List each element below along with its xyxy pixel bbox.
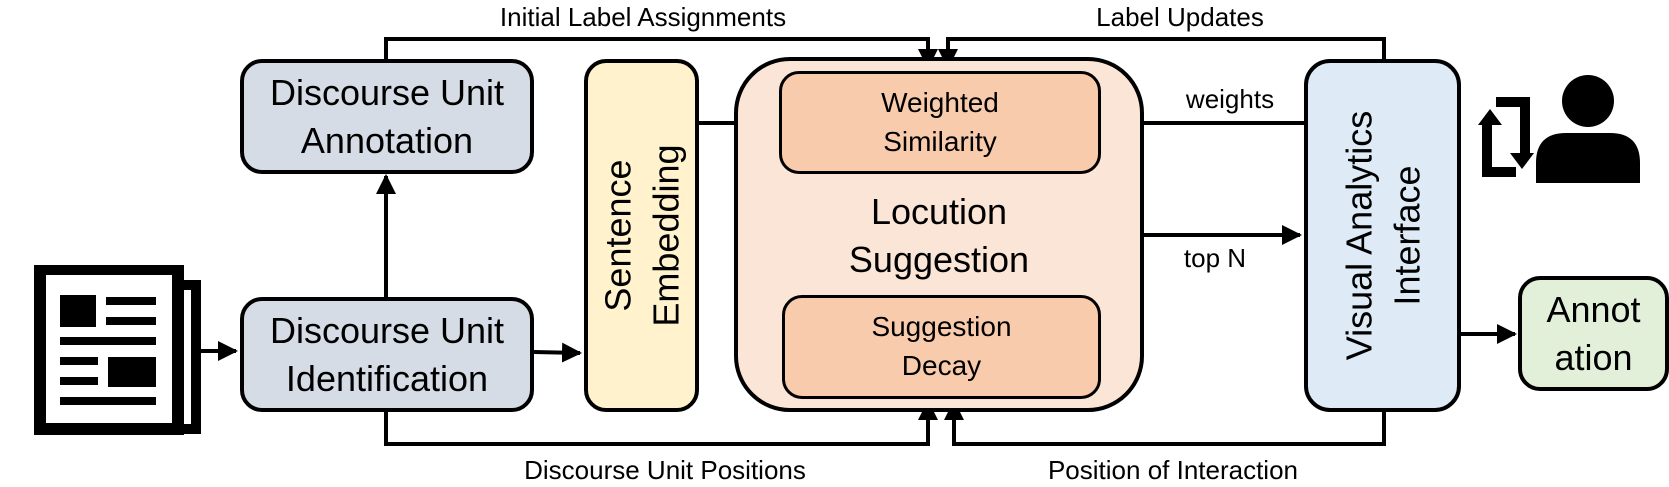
sentence-embedding-label: Sentence Embedding [596,144,686,327]
sync-icon [1478,97,1534,177]
discourse-unit-annotation-label: Discourse Unit Annotation [269,71,505,161]
edge-position-of-interaction [944,400,1386,446]
newspaper-icon [34,265,201,435]
edge-initial-label-assignments [384,37,938,69]
edge-identification-to-embedding [533,342,582,363]
weighted-similarity-label: Weighted Similarity [881,86,999,157]
locution-suggestion-label: Locution Suggestion [848,191,1030,280]
discourse-unit-positions-label: Discourse Unit Positions [524,455,806,485]
weights-label: weights [1185,84,1275,114]
sentence-embedding-box: Sentence Embedding [584,59,699,412]
edge-discourse-unit-positions [384,400,938,446]
edge-label-updates [938,37,1386,69]
user-icon [1536,75,1640,183]
weighted-similarity-box: Weighted Similarity [779,71,1101,174]
label-updates-label: Label Updates [1096,2,1264,32]
discourse-unit-annotation-box: Discourse Unit Annotation [240,59,534,174]
top-n-label: top N [1183,243,1247,273]
annotation-output-box: Annot ation [1518,276,1669,391]
discourse-unit-identification-box: Discourse Unit Identification [240,297,534,412]
visual-analytics-interface-label: Visual Analytics Interface [1337,110,1427,361]
discourse-unit-identification-label: Discourse Unit Identification [269,309,505,399]
visual-analytics-interface-box: Visual Analytics Interface [1304,59,1461,412]
suggestion-decay-box: Suggestion Decay [782,295,1101,399]
position-of-interaction-label: Position of Interaction [1047,455,1299,485]
suggestion-decay-label: Suggestion Decay [871,311,1012,381]
annotation-output-label: Annot ation [1546,288,1641,378]
initial-label-assignments-label: Initial Label Assignments [499,2,787,32]
